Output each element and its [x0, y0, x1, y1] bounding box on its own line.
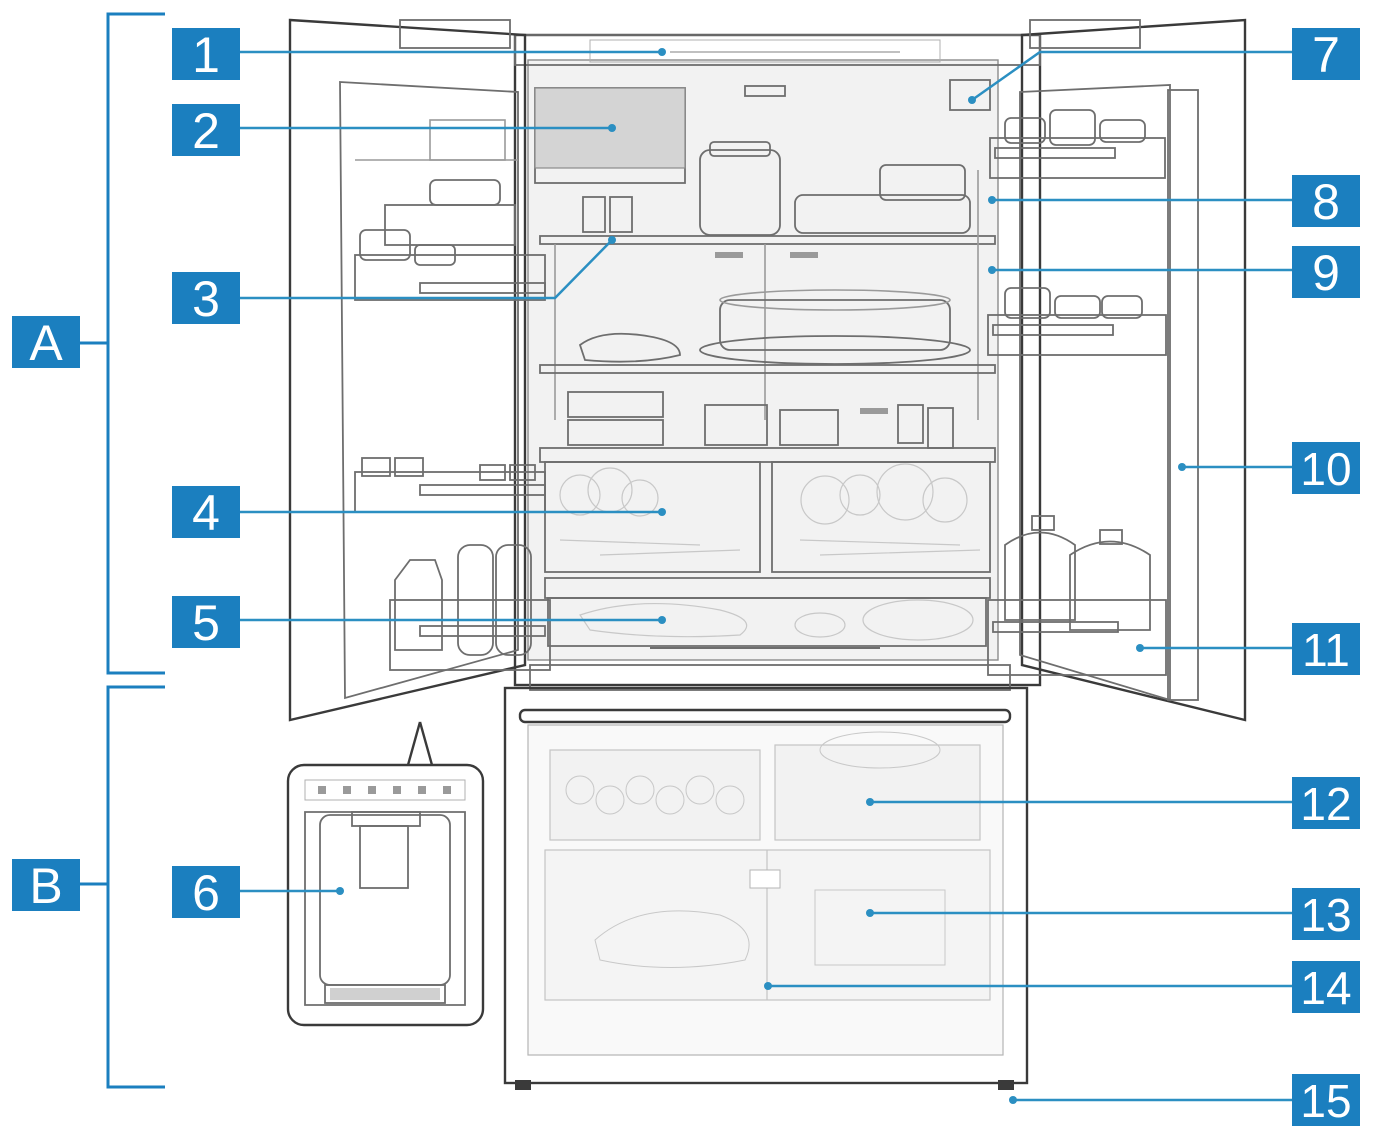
svg-text:3: 3	[192, 271, 220, 327]
svg-text:8: 8	[1312, 174, 1340, 230]
callout-3: 3	[172, 236, 616, 327]
callout-6: 6	[172, 865, 344, 921]
svg-text:13: 13	[1300, 889, 1351, 941]
callout-4: 4	[172, 485, 666, 541]
callout-12: 12	[866, 777, 1360, 830]
svg-text:14: 14	[1300, 962, 1351, 1014]
callout-15: 15	[1009, 1074, 1360, 1127]
section-label-a: A	[12, 315, 80, 371]
callout-14: 14	[764, 961, 1360, 1014]
svg-text:5: 5	[192, 595, 220, 651]
callout-11: 11	[1136, 623, 1360, 676]
svg-text:2: 2	[192, 103, 220, 159]
callout-9: 9	[988, 245, 1360, 301]
callout-10: 10	[1178, 442, 1360, 495]
callout-1: 1	[172, 27, 666, 83]
callout-7: 7	[968, 27, 1360, 104]
callout-8: 8	[988, 174, 1360, 230]
callout-2: 2	[172, 103, 616, 159]
section-label-b: B	[12, 858, 80, 914]
callout-5: 5	[172, 595, 666, 651]
callout-13: 13	[866, 888, 1360, 941]
svg-text:11: 11	[1302, 624, 1350, 676]
svg-text:12: 12	[1300, 778, 1351, 830]
svg-text:10: 10	[1300, 443, 1351, 495]
section-brackets	[80, 12, 165, 1089]
svg-text:7: 7	[1312, 27, 1340, 83]
svg-text:9: 9	[1312, 245, 1340, 301]
svg-text:6: 6	[192, 865, 220, 921]
svg-text:A: A	[29, 315, 63, 371]
svg-text:4: 4	[192, 485, 220, 541]
svg-text:1: 1	[192, 27, 220, 83]
refrigerator-illustration	[286, 18, 1247, 1090]
svg-text:15: 15	[1300, 1075, 1351, 1127]
svg-text:B: B	[29, 858, 62, 914]
